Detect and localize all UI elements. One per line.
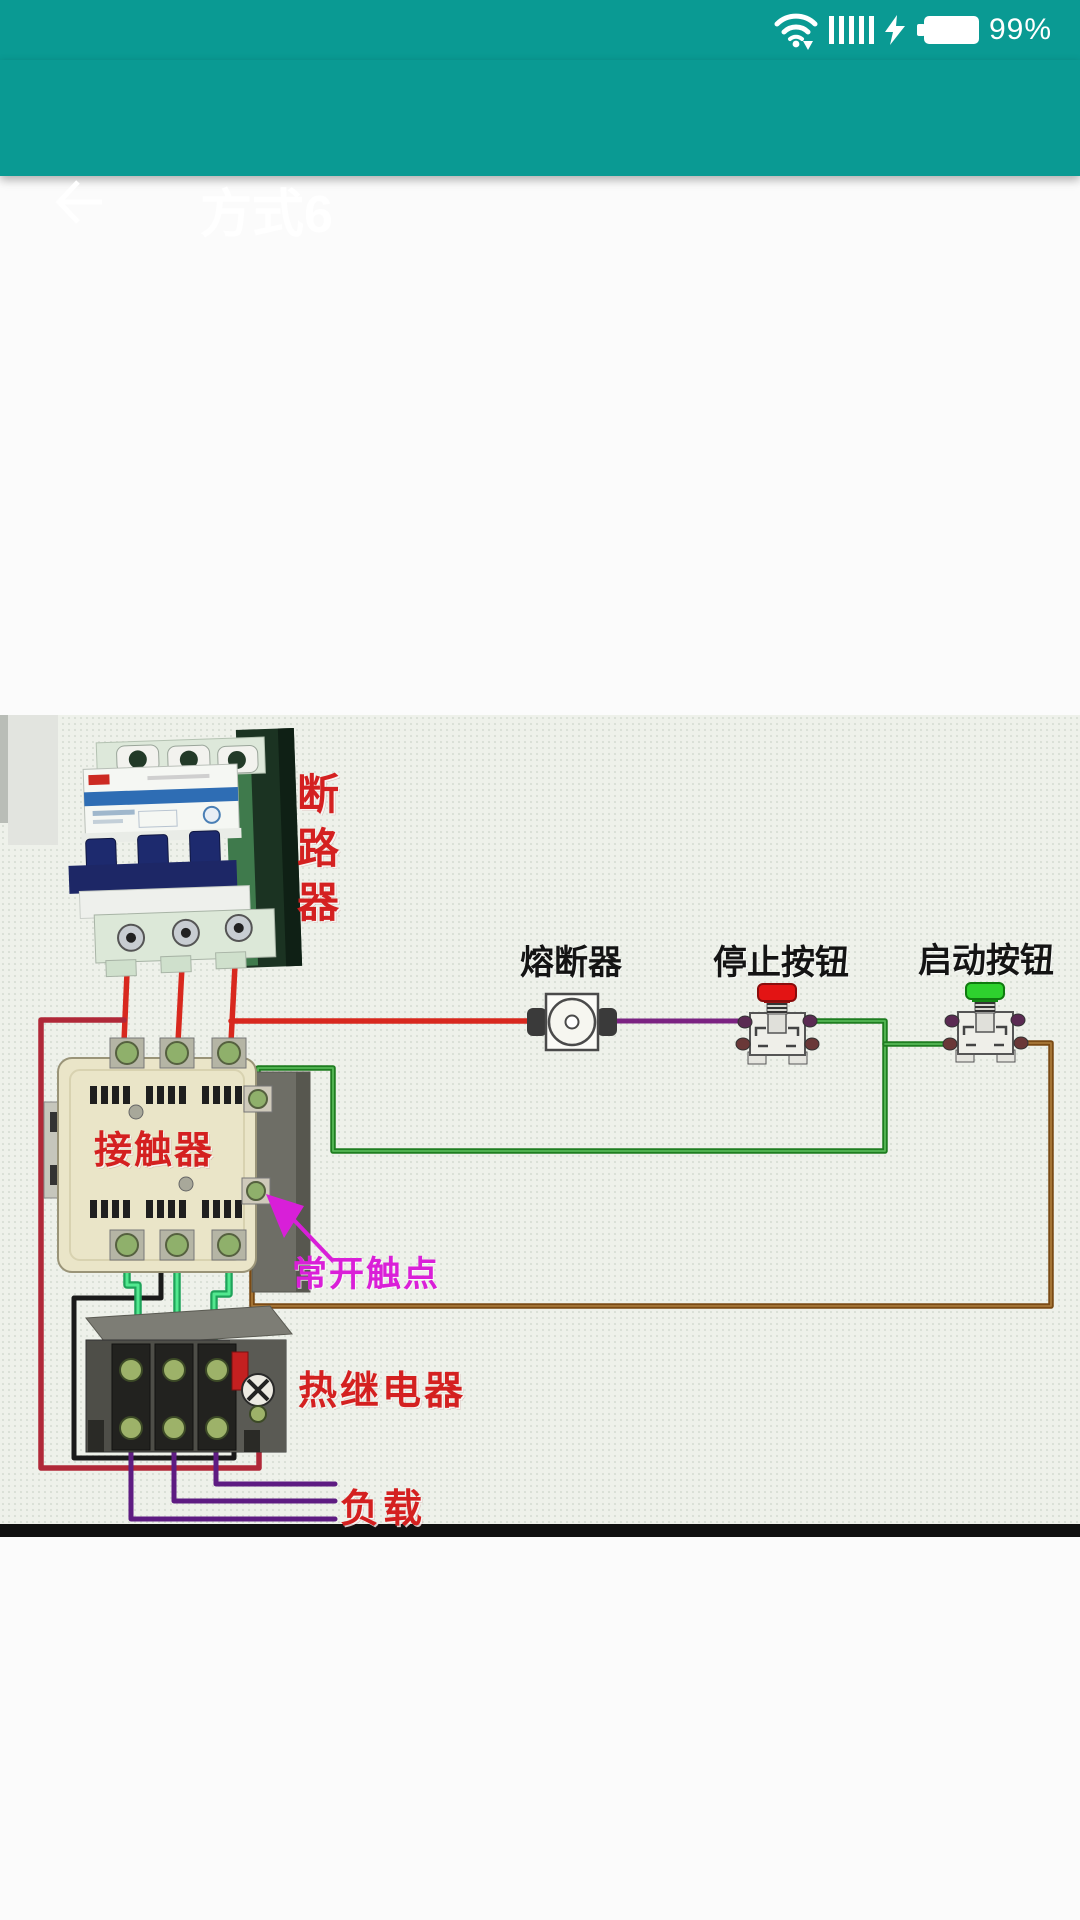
photo-bottom-bar: [0, 1524, 1080, 1537]
contactor-device: [43, 1037, 311, 1293]
load-label: 负载: [340, 1488, 427, 1531]
no-contact-arrow: [266, 1194, 336, 1264]
start-button-device: [942, 982, 1029, 1063]
contactor-label: 接触器: [94, 1130, 215, 1172]
fuse-device: [527, 992, 617, 1052]
battery-icon: [916, 16, 979, 44]
breaker-label: 断路器: [297, 771, 340, 926]
wiring-diagram-image[interactable]: 断路器 熔断器 停止按钮 启动按钮 接触器 常开触点 热继电器 负载: [0, 715, 1080, 1537]
no-contact-label: 常开触点: [292, 1255, 441, 1294]
signal-bars-icon: [828, 16, 874, 44]
photo-edge-strip: [0, 715, 8, 823]
fuse-label: 熔断器: [520, 944, 622, 982]
photo-corner-patch: [8, 715, 58, 845]
app-bar: 方式6: [0, 60, 1080, 244]
back-arrow-icon: [55, 180, 102, 224]
stop-button-device: [735, 983, 820, 1065]
wiring-diagram-canvas: [0, 715, 1080, 1537]
stop-button-label: 停止按钮: [713, 944, 849, 982]
circuit-breaker-device: [68, 727, 303, 978]
battery-percent: 99%: [988, 13, 1052, 46]
wifi-icon: [774, 13, 818, 50]
start-button-label: 启动按钮: [918, 942, 1054, 980]
status-bar: 99%: [0, 0, 1080, 60]
black-wire: [71, 1267, 237, 1461]
thermal-relay-device: [85, 1305, 293, 1453]
thermal-relay-label: 热继电器: [298, 1370, 467, 1413]
back-button[interactable]: [50, 172, 110, 232]
green-control-wires: [255, 1018, 953, 1154]
charging-bolt-icon: [884, 15, 905, 45]
page-title: 方式6: [200, 186, 333, 244]
